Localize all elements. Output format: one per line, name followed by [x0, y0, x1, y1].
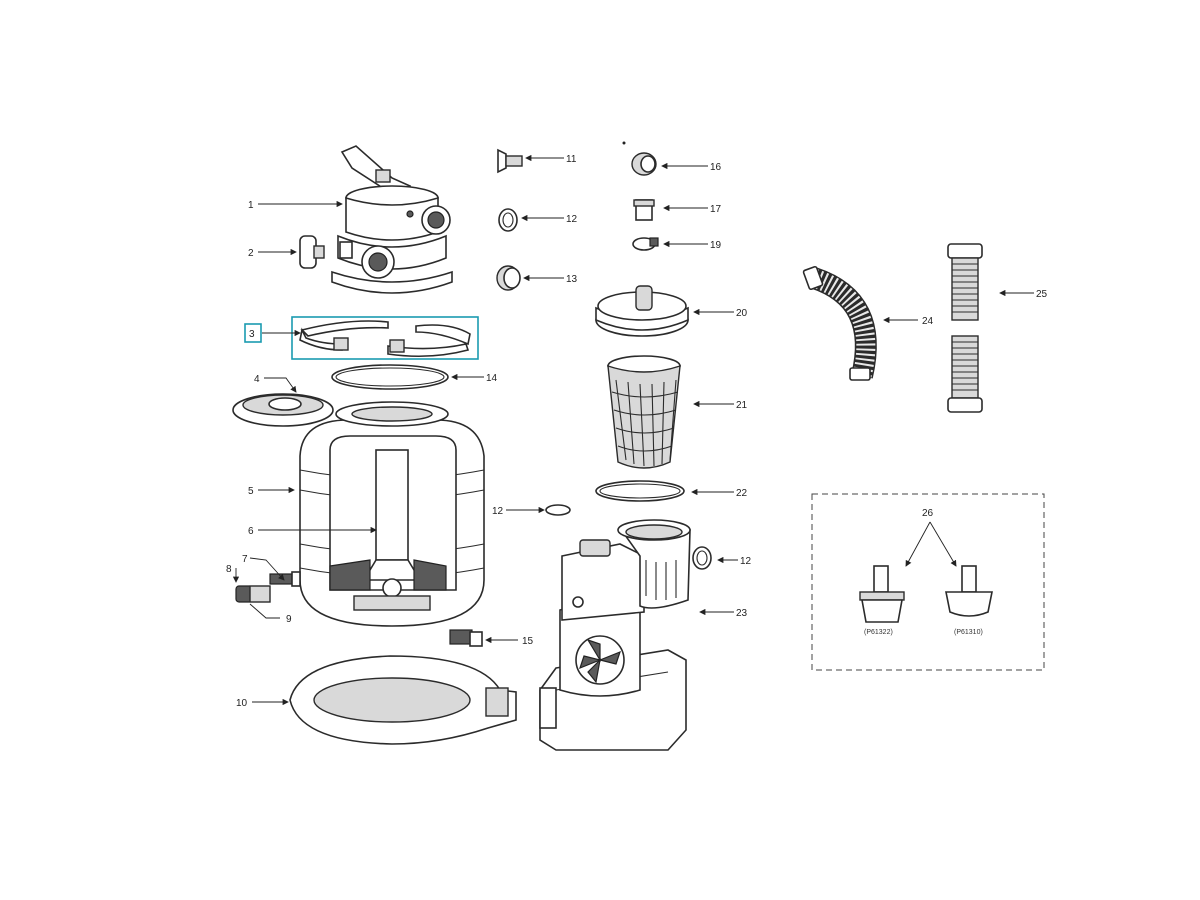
filter-pump	[539, 519, 691, 751]
leader-lines	[232, 154, 1034, 706]
hose-nut	[496, 265, 521, 291]
o-ring-mid	[545, 504, 571, 516]
callout-1: 1	[248, 200, 254, 211]
part-code-left: (P61322)	[864, 629, 893, 636]
adapter-b	[945, 565, 993, 617]
pressure-gauge-fitting	[497, 148, 523, 174]
union-nut	[631, 152, 657, 176]
adapter-group-box	[811, 493, 1045, 671]
tank-base	[289, 655, 517, 745]
elbow-fitting	[449, 629, 483, 647]
callout-8: 8	[226, 564, 232, 575]
o-ring	[331, 364, 449, 390]
callout-19: 19	[710, 240, 722, 251]
callout-17: 17	[710, 204, 722, 215]
callout-24: 24	[922, 316, 934, 327]
highlight-box	[291, 316, 479, 360]
o-ring-right	[692, 546, 712, 570]
straight-hose	[947, 243, 983, 413]
strainer-basket	[607, 355, 681, 469]
callout-3: 3	[249, 329, 255, 340]
callout-5: 5	[248, 486, 254, 497]
callout-21: 21	[736, 400, 748, 411]
callout-labels: 1 2 3 4 5 6 7 8 9 10 11 12 13 14 12 15 1…	[226, 154, 1048, 709]
callout-11: 11	[566, 154, 577, 165]
callout-25: 25	[1036, 289, 1048, 300]
callout-14: 14	[486, 373, 498, 384]
curved-hose	[802, 265, 877, 381]
callout-16: 16	[710, 162, 722, 173]
adapter-a	[859, 565, 905, 623]
small-o-ring	[498, 208, 518, 232]
diffuser-plate	[232, 393, 334, 427]
hose-clamp	[632, 237, 659, 251]
callout-12-mid: 12	[492, 506, 504, 517]
callout-2: 2	[248, 248, 254, 259]
drain-plug	[299, 235, 325, 269]
callout-6: 6	[248, 526, 254, 537]
callout-23: 23	[736, 608, 748, 619]
callout-9: 9	[286, 614, 292, 625]
tiny-dot	[622, 141, 626, 145]
drain-assembly	[235, 571, 301, 603]
callout-10: 10	[236, 698, 248, 709]
callout-26: 26	[922, 508, 934, 519]
callout-15: 15	[522, 636, 534, 647]
filter-tank	[299, 401, 485, 627]
tank-clamp	[299, 320, 471, 358]
callout-13: 13	[566, 274, 578, 285]
callout-12-right: 12	[740, 556, 752, 567]
lid-gasket	[595, 480, 685, 502]
part-code-right: (P61310)	[954, 629, 983, 636]
multiport-valve	[331, 145, 453, 294]
callout-7: 7	[242, 554, 248, 565]
highlight-label-box	[244, 323, 262, 343]
callout-22: 22	[736, 488, 748, 499]
callout-20: 20	[736, 308, 748, 319]
strainer-lid	[595, 285, 689, 337]
connector	[633, 199, 655, 221]
callout-4: 4	[254, 374, 260, 385]
callout-12-top: 12	[566, 214, 578, 225]
